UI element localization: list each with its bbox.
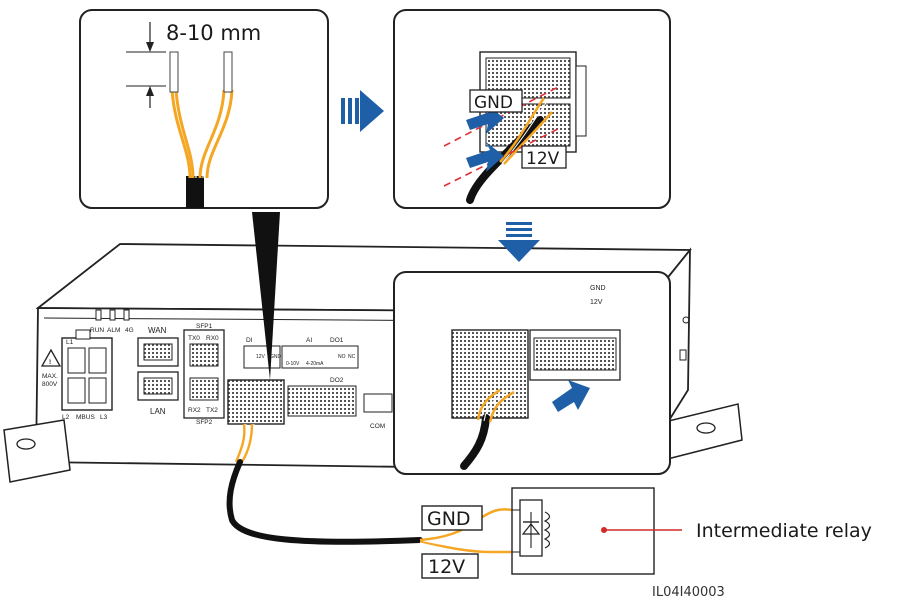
status-leds: RUN ALM 4G <box>90 309 134 334</box>
label-di: DI <box>246 337 253 344</box>
figure-id: IL04I40003 <box>652 585 725 600</box>
label-ai: AI <box>306 337 312 344</box>
label-com: COM <box>370 423 385 430</box>
svg-text:!: ! <box>49 359 51 366</box>
screw-hole-left <box>16 438 36 450</box>
arrow-right-icon <box>341 90 384 132</box>
socket-12v-label: 12V <box>590 299 603 306</box>
label-tx2: TX2 <box>206 407 218 414</box>
label-do1: DO1 <box>330 337 344 344</box>
plug-arrow-icon <box>552 380 590 412</box>
relay-label: Intermediate relay <box>696 520 872 542</box>
led-alm-label: ALM <box>107 327 120 334</box>
label-max: MAX. <box>42 373 58 380</box>
label-gnd-small: GND <box>270 354 282 360</box>
insert-arrow-icon <box>466 142 504 172</box>
label-nc: NC <box>348 354 356 360</box>
label-mbus: MBUS <box>76 414 95 421</box>
panel-strip-wire: 8-10 mm <box>79 9 329 209</box>
label-ai-range2: 4-20mA <box>306 361 324 367</box>
label-sfp2: SFP2 <box>196 419 213 426</box>
label-do2: DO2 <box>330 377 344 384</box>
label-sfp1: SFP1 <box>196 323 213 330</box>
label-ai-range: 0-10V <box>286 361 300 367</box>
label-lan: LAN <box>150 407 166 416</box>
installed-connector <box>227 379 285 463</box>
label-rx2: RX2 <box>188 407 201 414</box>
relay-12v-label: 12V <box>428 556 465 578</box>
label-no: NO <box>338 354 346 360</box>
label-tx0: TX0 <box>188 335 200 342</box>
arrow-down-icon <box>498 222 540 262</box>
label-wan: WAN <box>148 326 167 335</box>
intermediate-relay <box>511 487 682 575</box>
socket-gnd-label: GND <box>590 285 606 292</box>
sfp-ports: SFP1 TX0 RX0 RX2 TX2 SFP2 <box>183 323 225 426</box>
connector-12v-label: 12V <box>526 149 560 169</box>
connector-gnd-label: GND <box>474 93 513 113</box>
warning-icon: ! MAX. 800V <box>40 348 62 388</box>
panel-plug-connector: GND 12V <box>393 271 671 475</box>
label-l1: L1 <box>66 339 74 346</box>
strip-length-label: 8-10 mm <box>166 21 261 45</box>
screw-hole-right <box>696 422 716 434</box>
ethernet-ports: WAN LAN <box>137 326 179 416</box>
relay-gnd-label: GND <box>427 508 471 530</box>
led-4g-label: 4G <box>125 327 134 334</box>
label-l2: L2 <box>62 414 70 421</box>
zoom-pointer <box>252 212 280 380</box>
label-800v: 800V <box>42 381 58 388</box>
label-rx0: RX0 <box>206 335 219 342</box>
signal-cable <box>226 459 423 545</box>
label-12v-small: 12V <box>256 354 266 360</box>
panel-insert-wires: GND 12V <box>393 9 671 209</box>
io-terminal-row: DI AI DO1 DO2 0-10V 4-20mA GND 12V NO NC… <box>243 337 393 430</box>
label-l3: L3 <box>100 414 108 421</box>
led-run-label: RUN <box>90 327 104 334</box>
power-terminal-block: L1 L2 MBUS L3 <box>61 329 113 421</box>
